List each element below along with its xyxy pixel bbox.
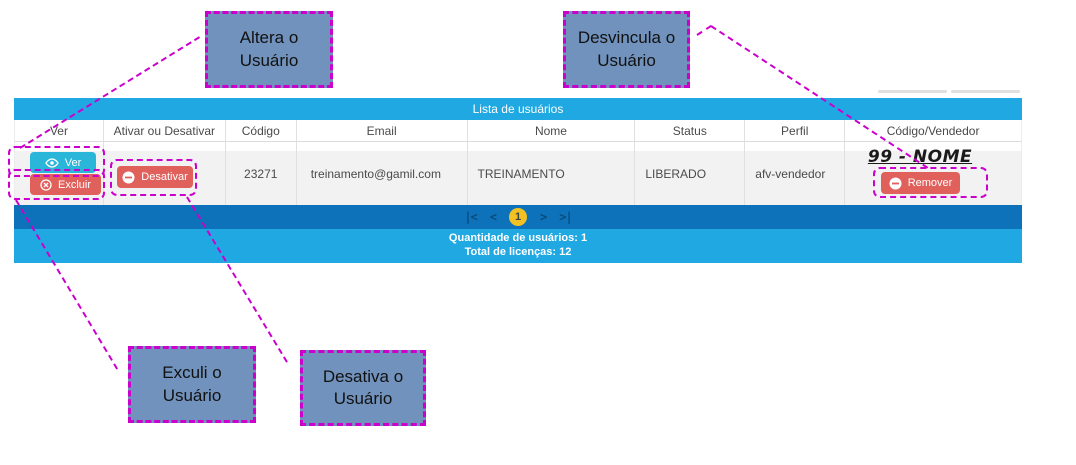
col-header-nome: Nome [468, 120, 636, 141]
cell-nome: TREINAMENTO [468, 142, 636, 205]
pagination-first-icon[interactable]: |< [464, 210, 477, 224]
pagination-bar: |< < 1 > >| [14, 205, 1022, 229]
cell-email: treinamento@gamil.com [297, 142, 468, 205]
col-header-email: Email [297, 120, 468, 141]
excluir-button-label: Excluir [57, 178, 91, 191]
eye-icon [44, 157, 59, 168]
callout-text-line1: Altera o [239, 28, 299, 48]
cell-perfil: afv-vendedor [745, 142, 846, 205]
ver-button-label: Ver [64, 156, 82, 169]
remover-button-label: Remover [907, 177, 953, 189]
connector-line-desvincula-a [696, 24, 712, 36]
licenses-total-text: Total de licenças: 12 [464, 246, 572, 258]
callout-text-line2: Usuário [162, 385, 222, 405]
pagination-last-icon[interactable]: >| [559, 210, 572, 224]
callout-exclui-usuario: Exculi o Usuário [128, 346, 256, 423]
cell-codigo: 23271 [226, 142, 297, 205]
callout-altera-usuario: Altera o Usuário [205, 11, 333, 88]
callout-text-line2: Usuário [333, 389, 393, 408]
desativar-button-label: Desativar [141, 171, 188, 183]
cell-status: LIBERADO [635, 142, 746, 205]
circle-minus-icon [889, 177, 902, 190]
callout-text-line1: Desvincula o [577, 28, 676, 48]
input-field-edge-1[interactable] [878, 90, 947, 93]
table-row: 23271 treinamento@gamil.com TREINAMENTO … [14, 142, 1022, 205]
users-summary-bar: Quantidade de usuários: 1 Total de licen… [14, 229, 1022, 263]
pagination-next-icon[interactable]: > [540, 210, 547, 224]
circle-minus-icon [122, 171, 135, 184]
ver-button[interactable]: Ver [30, 152, 96, 173]
col-header-perfil: Perfil [745, 120, 846, 141]
excluir-button[interactable]: Excluir [30, 174, 101, 195]
users-table: Lista de usuários Ver Ativar ou Desativa… [14, 98, 1022, 263]
table-header-row: Ver Ativar ou Desativar Código Email Nom… [14, 120, 1022, 142]
input-field-edge-2[interactable] [951, 90, 1020, 93]
pagination-prev-icon[interactable]: < [489, 210, 497, 224]
vendedor-code-text: 99 - NOME [867, 147, 973, 167]
remover-button[interactable]: Remover [881, 172, 960, 194]
desativar-button[interactable]: Desativar [117, 166, 193, 188]
col-header-ver: Ver [15, 120, 104, 141]
callout-desvincula-usuario: Desvincula o Usuário [563, 11, 690, 88]
col-header-codigo: Código [226, 120, 297, 141]
col-header-codigo-vendedor: Código/Vendedor [886, 123, 980, 138]
table-title: Lista de usuários [14, 98, 1022, 120]
col-header-status: Status [635, 120, 746, 141]
callout-text-line1: Exculi o [162, 363, 222, 383]
pagination-current-page[interactable]: 1 [509, 208, 527, 226]
callout-text-line2: Usuário [239, 50, 299, 70]
users-count-text: Quantidade de usuários: 1 [448, 232, 588, 245]
callout-text-line2: Usuário [597, 50, 656, 70]
circle-x-icon [40, 178, 52, 191]
callout-desativa-usuario: Desativa o Usuário [300, 350, 426, 426]
callout-text-line1: Desativa o [322, 366, 404, 386]
col-header-ativar-desativar: Ativar ou Desativar [104, 120, 226, 141]
cell-ativar-desativar [104, 142, 226, 205]
